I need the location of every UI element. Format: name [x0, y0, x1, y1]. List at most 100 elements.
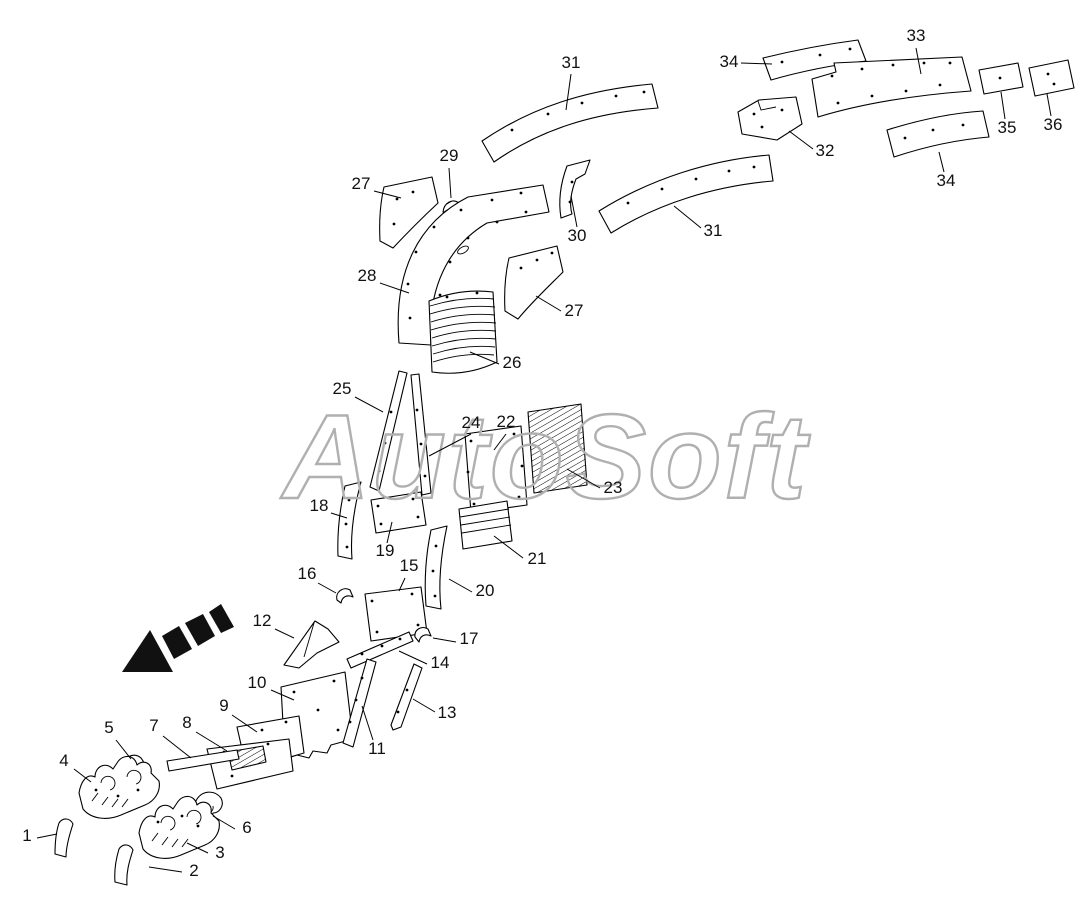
- svg-text:32: 32: [816, 141, 835, 160]
- rivet-dot: [475, 291, 479, 295]
- svg-text:21: 21: [528, 549, 547, 568]
- rivet-dot: [116, 794, 120, 798]
- rivet-dot: [423, 474, 427, 478]
- rivet-dot: [961, 123, 965, 127]
- callout-16: 16: [298, 564, 337, 594]
- part-34-strip-right: [886, 110, 990, 158]
- callout-23: 23: [566, 468, 622, 497]
- svg-text:27: 27: [565, 301, 584, 320]
- svg-text:10: 10: [248, 673, 267, 692]
- callout-3: 3: [186, 842, 225, 862]
- part-27-band-lower: [504, 245, 564, 320]
- part-16-clip: [336, 588, 354, 604]
- rivet-dot: [727, 169, 731, 173]
- rivet-dot: [922, 61, 926, 65]
- rivet-dot: [383, 441, 387, 445]
- part-36-small-panel: [1028, 59, 1075, 97]
- svg-text:8: 8: [182, 713, 191, 732]
- rivet-dot: [434, 544, 438, 548]
- rivet-dot: [490, 198, 494, 202]
- callout-20: 20: [448, 578, 495, 600]
- part-32-corner-panel: [737, 96, 803, 141]
- part-17-clip: [414, 627, 432, 643]
- callout-26: 26: [469, 351, 522, 372]
- svg-text:6: 6: [242, 818, 251, 837]
- rivet-dot: [411, 497, 415, 501]
- callout-1: 1: [22, 826, 58, 845]
- callout-14: 14: [398, 650, 450, 672]
- rivet-dot: [432, 225, 436, 229]
- rivet-dot: [903, 136, 907, 140]
- rivet-dot: [344, 522, 348, 526]
- part-31-lower-rail: [598, 154, 774, 234]
- svg-text:2: 2: [189, 861, 198, 880]
- rivet-dot: [519, 266, 523, 270]
- callout-24: 24: [428, 413, 480, 457]
- rivet-dot: [626, 201, 630, 205]
- svg-text:20: 20: [476, 581, 495, 600]
- callout-27a: 27: [352, 174, 402, 199]
- rivet-dot: [546, 112, 550, 116]
- rivet-dot: [354, 698, 358, 702]
- rivet-dot: [550, 251, 554, 255]
- rivet-dot: [466, 470, 470, 474]
- callout-17: 17: [432, 629, 478, 648]
- rivet-dot: [510, 128, 514, 132]
- rivet-dot: [94, 788, 98, 792]
- rivet-dot: [938, 83, 942, 87]
- svg-text:4: 4: [59, 751, 68, 770]
- rivet-dot: [316, 708, 320, 712]
- svg-text:12: 12: [253, 611, 272, 630]
- part-11-sliver: [342, 658, 377, 748]
- svg-text:28: 28: [358, 266, 377, 285]
- rivet-dot: [535, 258, 539, 262]
- part-20-strip: [424, 525, 448, 610]
- rivet-dot: [818, 53, 822, 57]
- callout-18: 18: [310, 496, 348, 519]
- rivet-dot: [931, 128, 935, 132]
- svg-text:27: 27: [352, 174, 371, 193]
- direction-arrow: [122, 604, 234, 672]
- callout-32: 32: [788, 130, 835, 160]
- rivet-dot: [433, 594, 437, 598]
- svg-text:14: 14: [431, 653, 450, 672]
- rivet-dot: [568, 200, 572, 204]
- rivet-dot: [948, 61, 952, 65]
- rivet-dot: [416, 623, 420, 627]
- rivet-dot: [406, 282, 410, 286]
- callouts-layer: 31 34 33 35 36 32 34 31 30 29 27 28 27 2…: [22, 26, 1062, 880]
- svg-text:33: 33: [907, 26, 926, 45]
- part-21-ribbed-panel: [458, 500, 513, 550]
- rivet-dot: [780, 60, 784, 64]
- callout-35: 35: [998, 91, 1017, 137]
- rivet-dot: [415, 408, 419, 412]
- rivet-dot: [459, 208, 463, 212]
- svg-text:35: 35: [998, 118, 1017, 137]
- rivet-dot: [196, 824, 200, 828]
- svg-text:26: 26: [503, 353, 522, 372]
- svg-text:13: 13: [438, 703, 457, 722]
- rivet-dot: [752, 112, 756, 116]
- callout-11: 11: [361, 705, 386, 758]
- svg-text:31: 31: [704, 221, 723, 240]
- rivet-dot: [495, 220, 499, 224]
- part-33-roof-panel: [811, 56, 972, 118]
- part-31-upper-rail: [481, 83, 659, 163]
- rivet-dot: [410, 592, 414, 596]
- part-23-hatched-panel: [527, 403, 588, 494]
- part-22-panel: [464, 425, 528, 514]
- svg-text:22: 22: [497, 412, 516, 431]
- rivet-dot: [431, 569, 435, 573]
- rivet-dot: [614, 94, 618, 98]
- callout-12: 12: [253, 611, 295, 639]
- callout-7: 7: [149, 716, 192, 759]
- rivet-dot: [891, 63, 895, 67]
- part-19-plate: [370, 491, 427, 534]
- callout-27b: 27: [535, 295, 584, 320]
- rivet-dot: [392, 222, 396, 226]
- svg-text:30: 30: [568, 226, 587, 245]
- rivet-dot: [469, 439, 473, 443]
- svg-text:29: 29: [440, 146, 459, 165]
- rivet-dot: [414, 250, 418, 254]
- callout-9: 9: [219, 696, 258, 733]
